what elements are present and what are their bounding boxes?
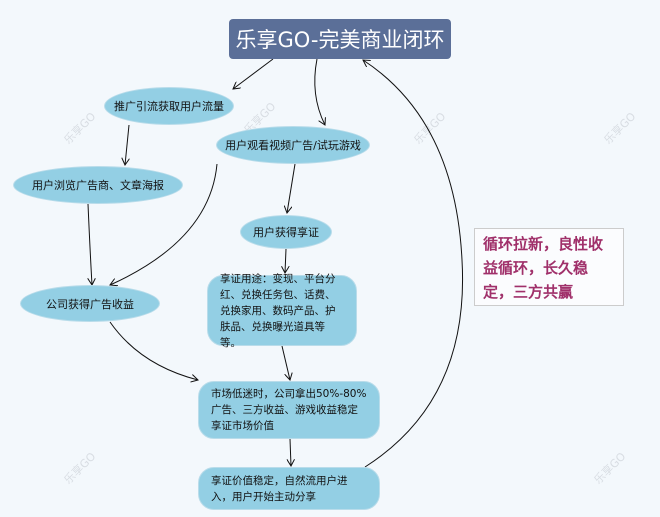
arrow: [125, 124, 129, 165]
node-ad-revenue: 公司获得广告收益: [20, 285, 160, 322]
arrow: [287, 163, 296, 213]
node-stable: 享证价值稳定，自然流用户进入，用户开始主动分享: [198, 467, 380, 510]
diagram-title: 乐享GO-完美商业闭环: [229, 19, 451, 59]
summary-note: 循环拉新，良性收益循环，长久稳定，三方共赢: [474, 228, 624, 306]
arrow: [285, 248, 286, 273]
node-watch: 用户观看视频广告/试玩游戏: [216, 126, 370, 164]
node-get-token: 用户获得享证: [240, 215, 332, 249]
arrow: [363, 60, 464, 468]
arrow: [109, 321, 198, 380]
arrow: [281, 345, 290, 380]
node-token-use: 享证用途：变现、平台分红、兑换任务包、话费、兑换家用、数码产品、护肤品、兑换曝光…: [207, 273, 357, 349]
arrow: [290, 438, 291, 466]
arrow: [87, 203, 92, 285]
arrow: [110, 163, 218, 285]
node-promote: 推广引流获取用户流量: [104, 87, 234, 125]
node-browse: 用户浏览广告商、文章海报: [13, 166, 183, 204]
node-market: 市场低迷时，公司拿出50%-80%广告、三方收益、游戏收益稳定享证市场价值: [198, 381, 380, 439]
arrow: [233, 58, 274, 89]
arrow: [314, 58, 325, 125]
